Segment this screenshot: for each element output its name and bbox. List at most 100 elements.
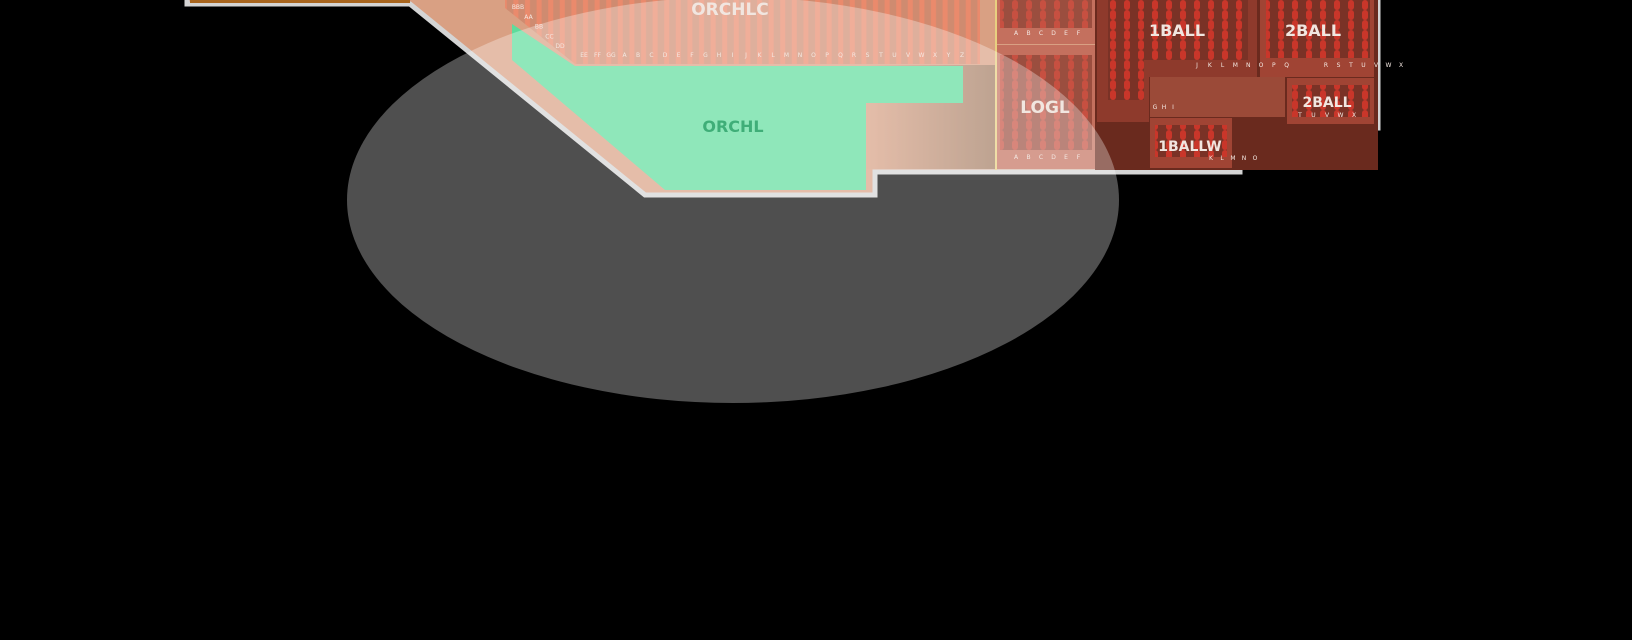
row-label: J	[1195, 62, 1198, 69]
row-label: W	[1386, 62, 1392, 69]
orchestra-left-strip	[190, 0, 410, 3]
row-label: FF	[594, 52, 601, 59]
section-label-2ball-lower: 2BALL	[1302, 95, 1351, 111]
row-label: O	[1259, 62, 1264, 69]
row-label: W	[919, 52, 925, 59]
section-label-1ball: 1BALL	[1149, 21, 1205, 40]
row-label: L	[1220, 155, 1224, 162]
row-label: Q	[1284, 62, 1289, 69]
row-label: AA	[524, 14, 533, 21]
balcony-landing	[1150, 77, 1285, 117]
1ball-left-seats	[1108, 0, 1144, 100]
row-label: E	[1064, 154, 1068, 161]
row-label: M	[784, 52, 789, 59]
row-label: CC	[545, 33, 553, 40]
row-label: D	[1051, 154, 1056, 161]
row-label: L	[1221, 62, 1225, 69]
row-label: X	[1399, 62, 1403, 69]
section-label-2ball: 2BALL	[1285, 21, 1341, 40]
row-label: X	[933, 52, 937, 59]
row-label: L	[771, 52, 775, 59]
row-label: R	[1324, 62, 1328, 69]
row-label: P	[1272, 62, 1276, 69]
section-orchestra-center[interactable]	[505, 0, 980, 64]
section-label-orchl: ORCHL	[702, 117, 763, 136]
1ballw-seats	[1155, 125, 1227, 157]
2ball-lower-row-labels: T U V W X	[1297, 112, 1356, 119]
row-label: Q	[838, 52, 843, 59]
row-label: R	[852, 52, 856, 59]
row-label: B	[636, 52, 640, 59]
row-label: T	[878, 52, 883, 59]
row-label: C	[649, 52, 653, 59]
row-label: A	[1014, 154, 1019, 161]
row-label: C	[1039, 30, 1043, 37]
row-label: V	[1325, 112, 1330, 119]
section-label-logl: LOGL	[1020, 98, 1070, 118]
row-label: P	[825, 52, 829, 59]
row-label: A	[1014, 30, 1019, 37]
2ball-seats	[1266, 0, 1370, 58]
row-label: G	[1153, 104, 1158, 111]
row-label: G	[703, 52, 708, 59]
row-label: H	[1162, 104, 1167, 111]
row-label: O	[1253, 155, 1258, 162]
row-label: F	[690, 52, 694, 59]
row-label: A	[622, 52, 627, 59]
logl-seats	[1000, 55, 1092, 150]
row-label: V	[906, 52, 911, 59]
row-label: I	[1172, 104, 1174, 111]
row-label: BB	[535, 24, 543, 31]
logl-top-seats	[1000, 0, 1092, 28]
row-label: B	[1026, 30, 1030, 37]
1ball-row-labels: J K L M N O P Q	[1195, 62, 1289, 69]
row-label: S	[1337, 62, 1341, 69]
row-label: T	[1297, 112, 1302, 119]
row-label: D	[663, 52, 668, 59]
1ball-seats	[1130, 0, 1248, 60]
row-label: K	[1209, 155, 1214, 162]
row-label: H	[717, 52, 722, 59]
row-label: U	[1311, 112, 1315, 119]
row-label: T	[1348, 62, 1353, 69]
row-label: X	[1352, 112, 1356, 119]
row-label: E	[1064, 30, 1068, 37]
row-label: EE	[580, 52, 588, 59]
row-label: N	[1246, 62, 1251, 69]
row-label: BBB	[512, 4, 524, 11]
row-label: K	[1208, 62, 1213, 69]
row-label: F	[1077, 154, 1081, 161]
row-label: D	[1051, 30, 1056, 37]
row-label: Y	[946, 52, 951, 59]
row-label: K	[758, 52, 763, 59]
row-label: I	[732, 52, 734, 59]
row-label: U	[1361, 62, 1365, 69]
row-label: U	[892, 52, 896, 59]
highlight-overlay	[347, 0, 1119, 403]
section-label-1ballw: 1BALLW	[1158, 139, 1221, 155]
row-label: N	[1242, 155, 1247, 162]
row-label: GG	[606, 52, 616, 59]
row-label: N	[798, 52, 803, 59]
row-label: Z	[960, 52, 964, 59]
section-orchl[interactable]	[512, 24, 963, 190]
row-label: F	[1077, 30, 1081, 37]
2ball-lower-seats	[1292, 85, 1370, 117]
row-label: M	[1230, 155, 1235, 162]
row-label: B	[1026, 154, 1030, 161]
aisle-divider	[995, 0, 997, 170]
row-label: C	[1039, 154, 1043, 161]
row-label: E	[677, 52, 681, 59]
row-label: W	[1338, 112, 1344, 119]
row-label: V	[1374, 62, 1379, 69]
row-label: O	[811, 52, 816, 59]
row-label: M	[1233, 62, 1238, 69]
